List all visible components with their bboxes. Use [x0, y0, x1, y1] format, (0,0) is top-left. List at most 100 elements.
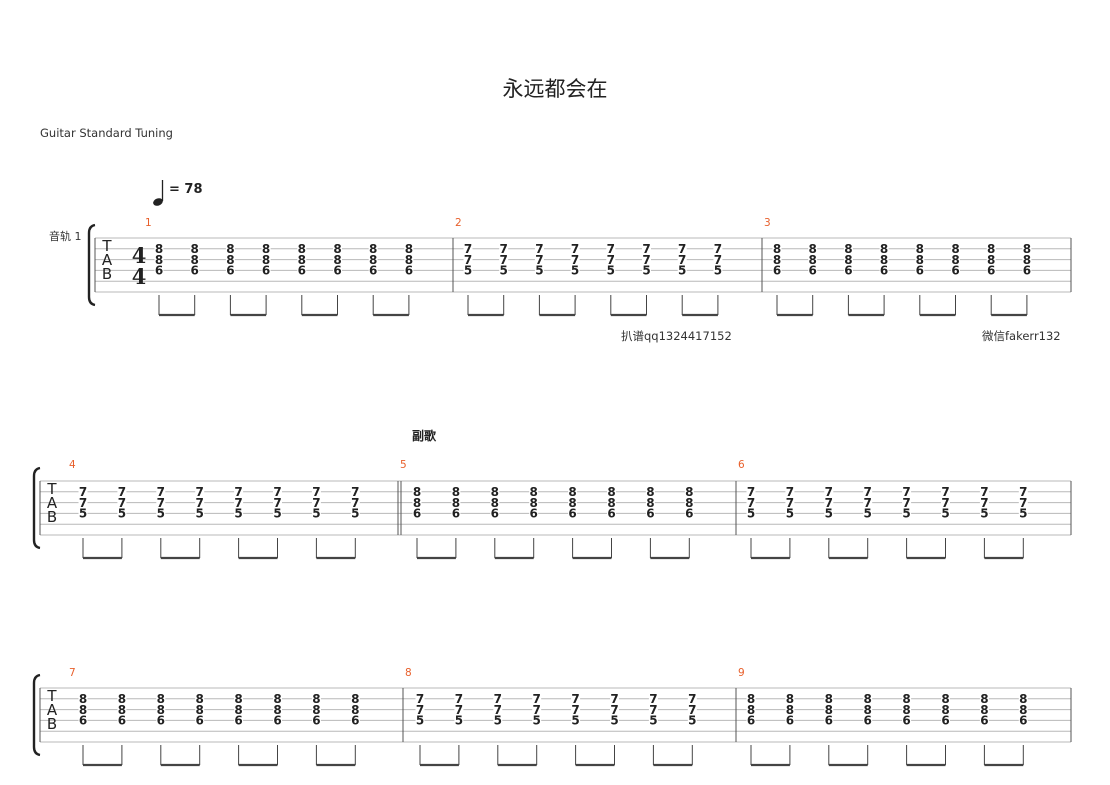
fret-mask [463, 254, 473, 266]
fret-number: 5 [464, 264, 472, 278]
fret-number: 6 [747, 714, 755, 728]
tab-chord: 775 [463, 242, 473, 315]
fret-mask [154, 264, 164, 276]
tab-chord: 886 [156, 692, 166, 765]
tab-chord: 886 [311, 692, 321, 765]
tab-chord: 775 [642, 242, 651, 315]
fret-mask [195, 704, 205, 716]
fret-number: 8 [980, 703, 988, 717]
tab-system: TAB7886886886886886886886886877577577577… [32, 667, 1072, 767]
fret-mask [824, 693, 834, 705]
fret-mask [677, 243, 687, 255]
tab-chord: 886 [607, 485, 616, 558]
fret-mask [746, 693, 756, 705]
fret-number: 5 [234, 507, 242, 521]
fret-mask [863, 704, 873, 716]
fret-number: 5 [351, 507, 359, 521]
fret-number: 6 [1019, 714, 1027, 728]
fret-mask [687, 693, 697, 705]
fret-number: 7 [902, 496, 910, 510]
fret-number: 5 [416, 714, 424, 728]
wechat-note: 微信fakerr132 [982, 329, 1061, 343]
fret-number: 7 [273, 496, 281, 510]
fret-number: 7 [688, 692, 696, 706]
fret-number: 7 [533, 703, 541, 717]
fret-number: 6 [262, 264, 270, 278]
tab-chord: 886 [297, 242, 307, 315]
fret-number: 8 [191, 253, 199, 267]
fret-mask [645, 486, 655, 498]
fret-mask [195, 714, 205, 726]
fret-number: 7 [351, 496, 359, 510]
fret-mask [941, 693, 950, 705]
fret-number: 7 [312, 485, 320, 499]
measure-number: 4 [69, 459, 76, 471]
fret-mask [785, 507, 795, 519]
fret-number: 6 [196, 714, 204, 728]
fret-number: 8 [234, 692, 242, 706]
fret-mask [843, 254, 853, 266]
tab-chord: 886 [490, 485, 500, 558]
fret-mask [648, 704, 658, 716]
tab-chord: 775 [902, 485, 912, 558]
fret-number: 7 [571, 242, 579, 256]
fret-number: 7 [79, 485, 87, 499]
fret-number: 5 [571, 714, 579, 728]
tab-chord: 886 [78, 692, 88, 765]
tab-chord: 775 [606, 242, 616, 315]
fret-mask [610, 693, 619, 705]
tab-chord: 886 [951, 242, 960, 315]
fret-mask [117, 486, 127, 498]
fret-mask [824, 704, 834, 716]
fret-mask [1022, 243, 1032, 255]
fret-mask [746, 497, 756, 509]
fret-mask [493, 714, 503, 726]
fret-number: 7 [157, 496, 165, 510]
score-title: 永远都会在 [503, 77, 608, 101]
fret-number: 8 [747, 692, 755, 706]
fret-number: 8 [530, 496, 538, 510]
fret-mask [824, 507, 834, 519]
tab-chord: 886 [808, 242, 818, 315]
fret-mask [951, 243, 960, 255]
fret-number: 8 [880, 242, 888, 256]
fret-mask [746, 704, 756, 716]
fret-number: 7 [678, 253, 686, 267]
tab-chord: 775 [415, 692, 425, 765]
tab-chord: 886 [568, 485, 578, 558]
tab-clef-letter: A [102, 251, 113, 269]
fret-number: 7 [312, 496, 320, 510]
fret-mask [415, 714, 425, 726]
fret-mask [311, 693, 321, 705]
fret-number: 6 [312, 714, 320, 728]
system-bracket [32, 673, 41, 757]
fret-number: 5 [642, 264, 650, 278]
fret-number: 8 [941, 692, 949, 706]
fret-mask [311, 486, 321, 498]
fret-mask [333, 243, 342, 255]
fret-number: 6 [491, 507, 499, 521]
fret-mask [195, 486, 205, 498]
fret-mask [490, 497, 500, 509]
fret-number: 7 [416, 703, 424, 717]
fret-mask [645, 507, 655, 519]
fret-number: 7 [864, 496, 872, 510]
fret-mask [529, 486, 539, 498]
fret-mask [311, 704, 321, 716]
fret-number: 8 [864, 692, 872, 706]
fret-mask [571, 714, 581, 726]
fret-mask [117, 693, 127, 705]
fret-mask [941, 497, 950, 509]
fret-number: 8 [79, 692, 87, 706]
fret-number: 7 [234, 485, 242, 499]
fret-number: 5 [607, 264, 615, 278]
fret-number: 6 [351, 714, 359, 728]
fret-number: 7 [825, 485, 833, 499]
fret-number: 7 [157, 485, 165, 499]
tab-clef-letter: A [47, 494, 58, 512]
tab-clef-letter: T [101, 237, 112, 255]
tab-chord: 886 [117, 692, 127, 765]
fret-number: 8 [607, 485, 615, 499]
fret-number: 7 [678, 242, 686, 256]
fret-mask [156, 693, 166, 705]
